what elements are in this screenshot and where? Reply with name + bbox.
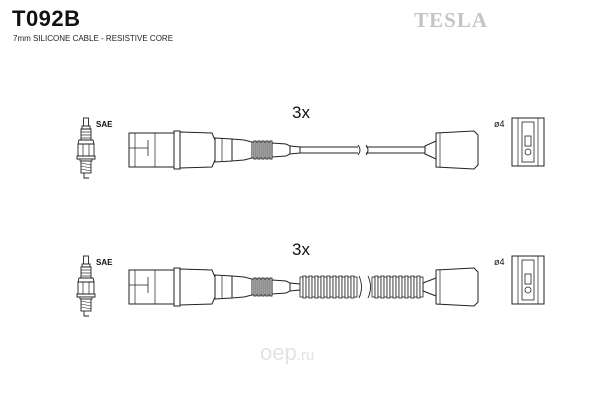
distributor-terminal-icon [511, 255, 545, 305]
plug-label-sae: SAE [96, 258, 113, 267]
ignition-lead-icon [128, 130, 479, 170]
lead-set-2 [76, 255, 545, 317]
quantity-label: 3x [292, 240, 310, 259]
spark-plug-icon [76, 117, 96, 179]
plug-label-sae: SAE [96, 120, 113, 129]
lead-set-1 [76, 117, 545, 179]
brand-logo: TESLA [414, 8, 488, 32]
watermark: oep.ru [260, 340, 314, 366]
distributor-terminal-icon [511, 117, 545, 167]
quantity-label: 3x [292, 103, 310, 122]
cable-spec-subtitle: 7mm SILICONE CABLE - RESISTIVE CORE [13, 34, 174, 43]
terminal-diameter-label: ø4 [494, 257, 505, 267]
terminal-diameter-label: ø4 [494, 119, 505, 129]
spark-plug-icon [76, 255, 96, 317]
watermark-tld: .ru [296, 347, 315, 364]
ignition-lead-icon [128, 267, 479, 307]
part-number: T092B [12, 6, 81, 31]
watermark-domain: oep [260, 340, 297, 365]
